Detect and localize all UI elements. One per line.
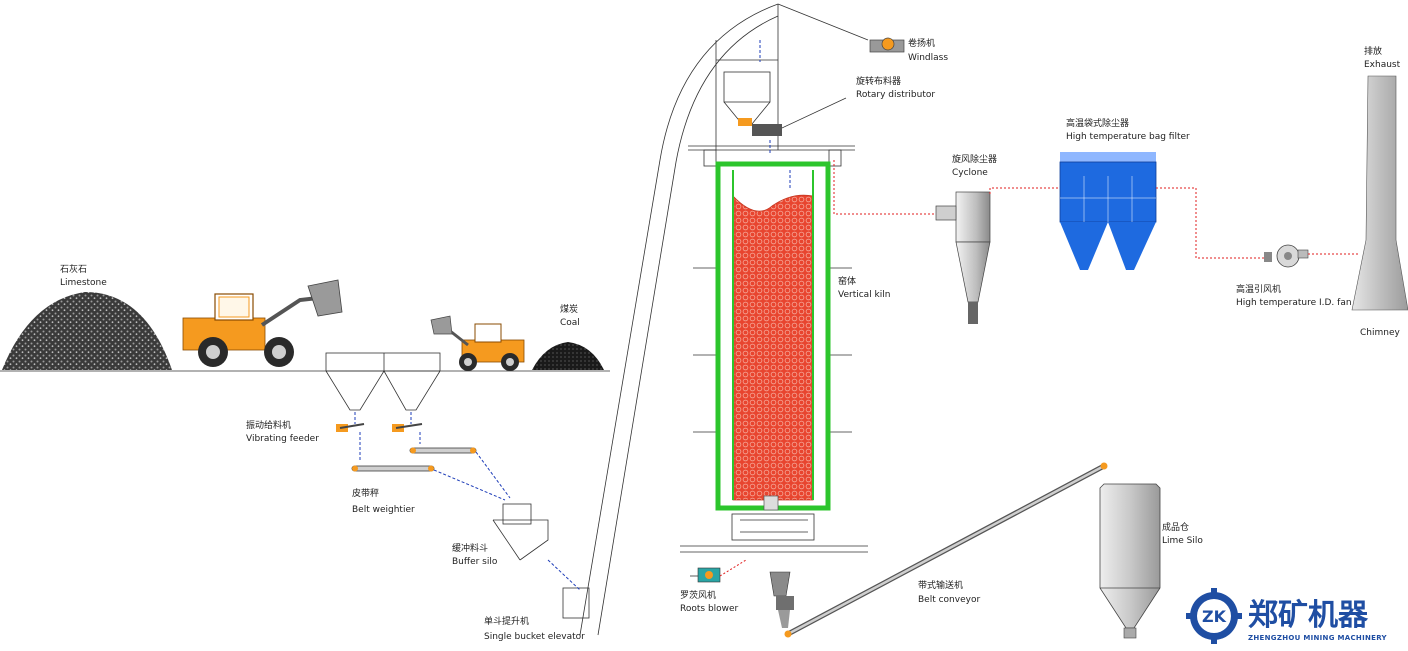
svg-text:Single bucket elevator: Single bucket elevator (484, 632, 585, 642)
svg-text:缓冲料斗: 缓冲料斗 (452, 542, 488, 554)
svg-text:High temperature bag filter: High temperature bag filter (1066, 132, 1190, 142)
label-id-fan: 高温引风机 High temperature I.D. fan (1236, 283, 1352, 308)
label-vibrating-feeder: 振动给料机 Vibrating feeder (246, 419, 319, 444)
bucket-elevator-track (562, 3, 779, 636)
svg-text:皮带秤: 皮带秤 (352, 487, 379, 499)
id-fan (1264, 244, 1309, 268)
label-buffer-silo: 缓冲料斗 Buffer silo (452, 542, 498, 567)
brand-name-en: ZHENGZHOU MINING MACHINERY (1248, 634, 1388, 642)
label-lime-silo: 成品仓 Lime Silo (1162, 521, 1203, 546)
lime-silo (1099, 483, 1161, 639)
svg-text:High temperature I.D. fan: High temperature I.D. fan (1236, 298, 1352, 308)
svg-text:Vertical kiln: Vertical kiln (838, 290, 890, 300)
elevator-frame (715, 3, 869, 150)
vertical-kiln (715, 161, 831, 511)
buffer-silo (492, 503, 549, 561)
svg-text:Lime Silo: Lime Silo (1162, 536, 1203, 546)
logo-letters: ZK (1202, 607, 1227, 626)
svg-text:Vibrating feeder: Vibrating feeder (246, 434, 319, 444)
wheel-loader-large (182, 279, 343, 367)
label-limestone: 石灰石 Limestone (60, 263, 107, 288)
svg-text:Windlass: Windlass (908, 53, 948, 63)
svg-text:带式输送机: 带式输送机 (918, 579, 963, 591)
chimney (1351, 75, 1408, 311)
bag-filter (1059, 152, 1157, 270)
vibrating-feeders (336, 423, 423, 432)
svg-text:Roots blower: Roots blower (680, 604, 739, 614)
label-coal: 煤炭 Coal (560, 303, 580, 328)
belt-weighers (351, 447, 477, 472)
label-bag-filter: 高温袋式除尘器 High temperature bag filter (1066, 117, 1190, 142)
svg-text:Coal: Coal (560, 318, 580, 328)
svg-text:旋风除尘器: 旋风除尘器 (952, 153, 997, 165)
svg-text:高温引风机: 高温引风机 (1236, 283, 1281, 295)
label-kiln: 窑体 Vertical kiln (838, 275, 890, 300)
rotary-distributor (738, 97, 847, 136)
limestone-pile (2, 292, 172, 370)
label-windlass: 卷扬机 Windlass (908, 37, 948, 63)
svg-text:旋转布料器: 旋转布料器 (856, 75, 901, 87)
svg-text:煤炭: 煤炭 (560, 303, 578, 315)
svg-text:成品仓: 成品仓 (1162, 521, 1189, 533)
windlass (869, 37, 905, 53)
svg-text:Exhaust: Exhaust (1364, 60, 1401, 70)
svg-text:Cyclone: Cyclone (952, 168, 988, 178)
svg-text:Limestone: Limestone (60, 278, 107, 288)
brand-logo: ZK (1186, 588, 1242, 644)
label-belt-weightier: 皮带秤 Belt weightier (352, 487, 415, 515)
svg-text:Belt weightier: Belt weightier (352, 505, 415, 515)
label-belt-conveyor: 带式输送机 Belt conveyor (918, 579, 980, 605)
label-roots-blower: 罗茨风机 Roots blower (680, 589, 739, 614)
svg-text:窑体: 窑体 (838, 275, 856, 287)
roots-blower (690, 567, 721, 583)
label-rotary-distributor: 旋转布料器 Rotary distributor (856, 75, 935, 100)
coal-pile (532, 342, 604, 370)
label-cyclone: 旋风除尘器 Cyclone (952, 153, 997, 178)
svg-text:罗茨风机: 罗茨风机 (680, 589, 716, 601)
svg-text:振动给料机: 振动给料机 (246, 419, 291, 431)
feed-hoppers (325, 352, 441, 411)
svg-text:排放: 排放 (1364, 45, 1382, 57)
label-chimney: Chimney (1360, 328, 1400, 338)
svg-text:单斗提升机: 单斗提升机 (484, 615, 529, 627)
label-single-bucket-elevator: 单斗提升机 Single bucket elevator (484, 615, 585, 642)
material-flow (354, 40, 791, 591)
label-exhaust: 排放 Exhaust (1364, 45, 1401, 70)
gas-flow (719, 160, 1360, 577)
cyclone (935, 191, 991, 324)
svg-text:Buffer silo: Buffer silo (452, 557, 498, 567)
svg-text:高温袋式除尘器: 高温袋式除尘器 (1066, 117, 1129, 129)
svg-text:石灰石: 石灰石 (60, 263, 87, 275)
brand-name-cn: 郑矿机器 (1248, 598, 1369, 633)
svg-text:Belt conveyor: Belt conveyor (918, 595, 980, 605)
belt-conveyor (784, 462, 1108, 638)
svg-text:Rotary distributor: Rotary distributor (856, 90, 935, 100)
svg-text:卷扬机: 卷扬机 (908, 37, 935, 49)
discharge-vibrator (769, 571, 794, 628)
wheel-loader-small (430, 315, 525, 371)
